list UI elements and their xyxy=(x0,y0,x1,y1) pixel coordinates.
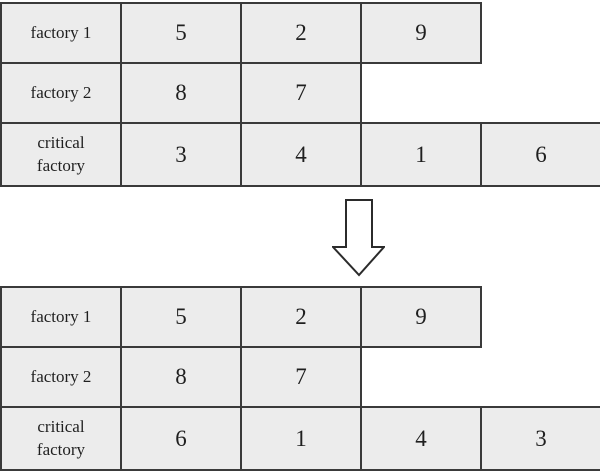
row-label: critical factory xyxy=(0,122,122,187)
value-cell: 2 xyxy=(240,286,362,348)
value-cell: 7 xyxy=(240,62,362,124)
value-cell: 8 xyxy=(120,62,242,124)
value-cell: 8 xyxy=(120,346,242,408)
value-cell: 1 xyxy=(360,122,482,187)
row-label: factory 1 xyxy=(0,2,122,64)
row-label: factory 2 xyxy=(0,346,122,408)
value-cell: 9 xyxy=(360,286,482,348)
value-cell: 6 xyxy=(120,406,242,471)
value-cell: 9 xyxy=(360,2,482,64)
value-cell: 2 xyxy=(240,2,362,64)
value-cell: 6 xyxy=(480,122,600,187)
down-arrow-shape xyxy=(330,199,387,277)
value-cell: 3 xyxy=(120,122,242,187)
value-cell: 1 xyxy=(240,406,362,471)
value-cell: 5 xyxy=(120,2,242,64)
value-cell: 5 xyxy=(120,286,242,348)
value-cell: 4 xyxy=(240,122,362,187)
down-arrow-icon xyxy=(330,199,387,277)
value-cell: 3 xyxy=(480,406,600,471)
value-cell: 4 xyxy=(360,406,482,471)
row-label: critical factory xyxy=(0,406,122,471)
row-label: factory 1 xyxy=(0,286,122,348)
value-cell: 7 xyxy=(240,346,362,408)
row-label: factory 2 xyxy=(0,62,122,124)
